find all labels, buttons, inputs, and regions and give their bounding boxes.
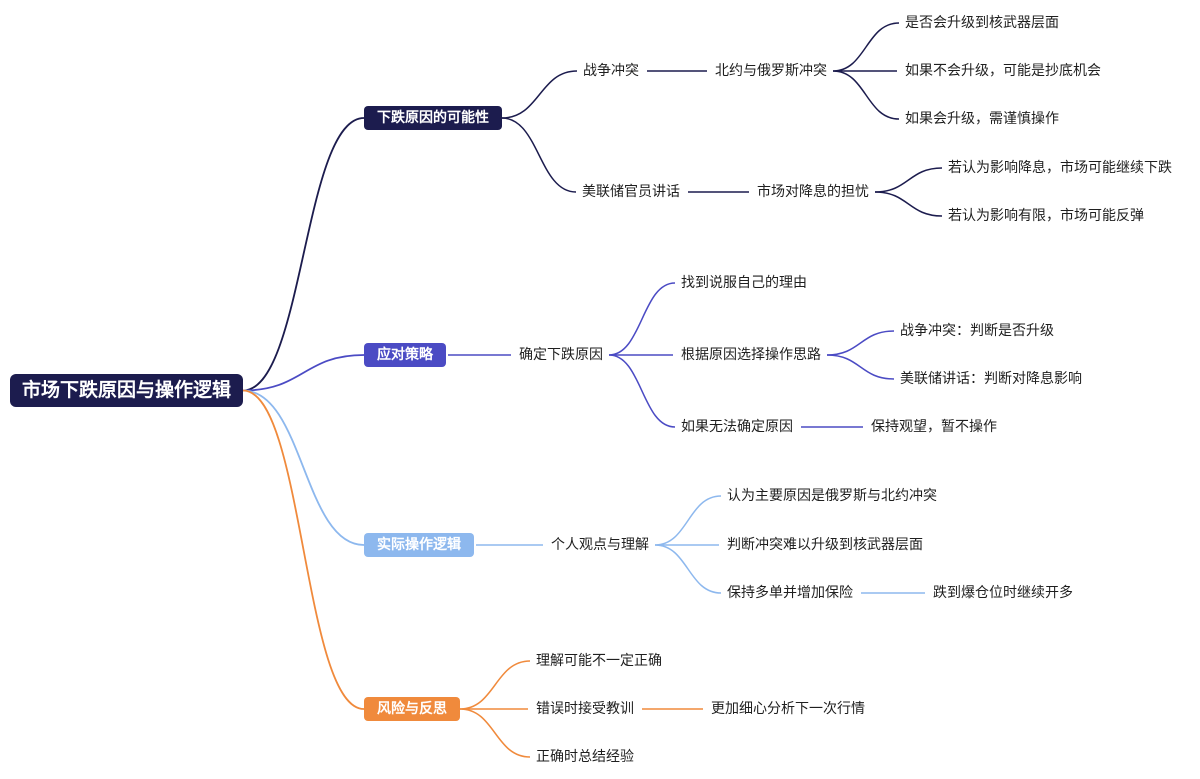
topic-find-reason[interactable]: 找到说服自己的理由	[675, 274, 813, 292]
topic-main-cause[interactable]: 认为主要原因是俄罗斯与北约冲突	[721, 487, 943, 505]
root-topic[interactable]: 市场下跌原因与操作逻辑	[10, 374, 244, 407]
link-view-3	[654, 544, 722, 594]
topic-continue-decline[interactable]: 若认为影响降息，市场可能继续下跌	[942, 159, 1178, 177]
link-cause-1	[608, 282, 676, 356]
branch-response-strategy[interactable]: 应对策略	[364, 343, 446, 367]
topic-keep-going-long[interactable]: 跌到爆仓位时继续开多	[927, 584, 1079, 602]
link-view-1	[654, 495, 722, 546]
link-approach-2	[826, 354, 895, 380]
link-approach-1	[826, 330, 895, 356]
link-worry-1	[874, 167, 943, 193]
link-root-branch-2	[242, 354, 365, 392]
link-root-branch-4	[242, 389, 365, 710]
topic-fed-speech[interactable]: 美联储官员讲话	[576, 183, 686, 201]
topic-wait-and-see[interactable]: 保持观望，暂不操作	[865, 418, 1003, 436]
topic-may-be-wrong[interactable]: 理解可能不一定正确	[530, 652, 668, 670]
topic-war-conflict[interactable]: 战争冲突	[577, 62, 645, 80]
topic-choose-approach[interactable]: 根据原因选择操作思路	[675, 346, 827, 364]
link-nato-1	[832, 22, 900, 72]
branch-decline-causes[interactable]: 下跌原因的可能性	[364, 106, 502, 130]
topic-escalation-caution[interactable]: 如果会升级，需谨慎操作	[899, 110, 1065, 128]
link-b1-war	[501, 70, 578, 119]
topic-accept-lesson[interactable]: 错误时接受教训	[530, 700, 640, 718]
topic-no-escalation[interactable]: 如果不会升级，可能是抄底机会	[899, 62, 1107, 80]
link-b4-3	[459, 708, 531, 758]
topic-cannot-determine[interactable]: 如果无法确定原因	[675, 418, 799, 436]
link-worry-2	[874, 191, 943, 217]
topic-sum-up[interactable]: 正确时总结经验	[530, 748, 640, 766]
link-b1-fed	[501, 117, 577, 193]
link-root-branch-1	[242, 117, 365, 392]
topic-rebound[interactable]: 若认为影响有限，市场可能反弹	[942, 207, 1150, 225]
topic-personal-view[interactable]: 个人观点与理解	[545, 536, 655, 554]
topic-determine-cause[interactable]: 确定下跌原因	[513, 346, 609, 364]
topic-analyze-carefully[interactable]: 更加细心分析下一次行情	[705, 700, 871, 718]
link-nato-3	[832, 70, 900, 120]
topic-war-judge[interactable]: 战争冲突：判断是否升级	[894, 322, 1060, 340]
branch-actual-logic[interactable]: 实际操作逻辑	[364, 533, 474, 557]
topic-rate-cut-worry[interactable]: 市场对降息的担忧	[751, 183, 875, 201]
link-root-branch-3	[242, 389, 365, 546]
branch-risk-reflection[interactable]: 风险与反思	[364, 697, 460, 721]
topic-hard-escalate[interactable]: 判断冲突难以升级到核武器层面	[721, 536, 929, 554]
link-b4-1	[459, 660, 531, 710]
link-cause-3	[608, 354, 676, 428]
topic-nato-russia-conflict[interactable]: 北约与俄罗斯冲突	[709, 62, 833, 80]
topic-hold-long-hedge[interactable]: 保持多单并增加保险	[721, 584, 859, 602]
topic-nuclear-escalation[interactable]: 是否会升级到核武器层面	[899, 14, 1065, 32]
topic-fed-judge[interactable]: 美联储讲话：判断对降息影响	[894, 370, 1088, 388]
